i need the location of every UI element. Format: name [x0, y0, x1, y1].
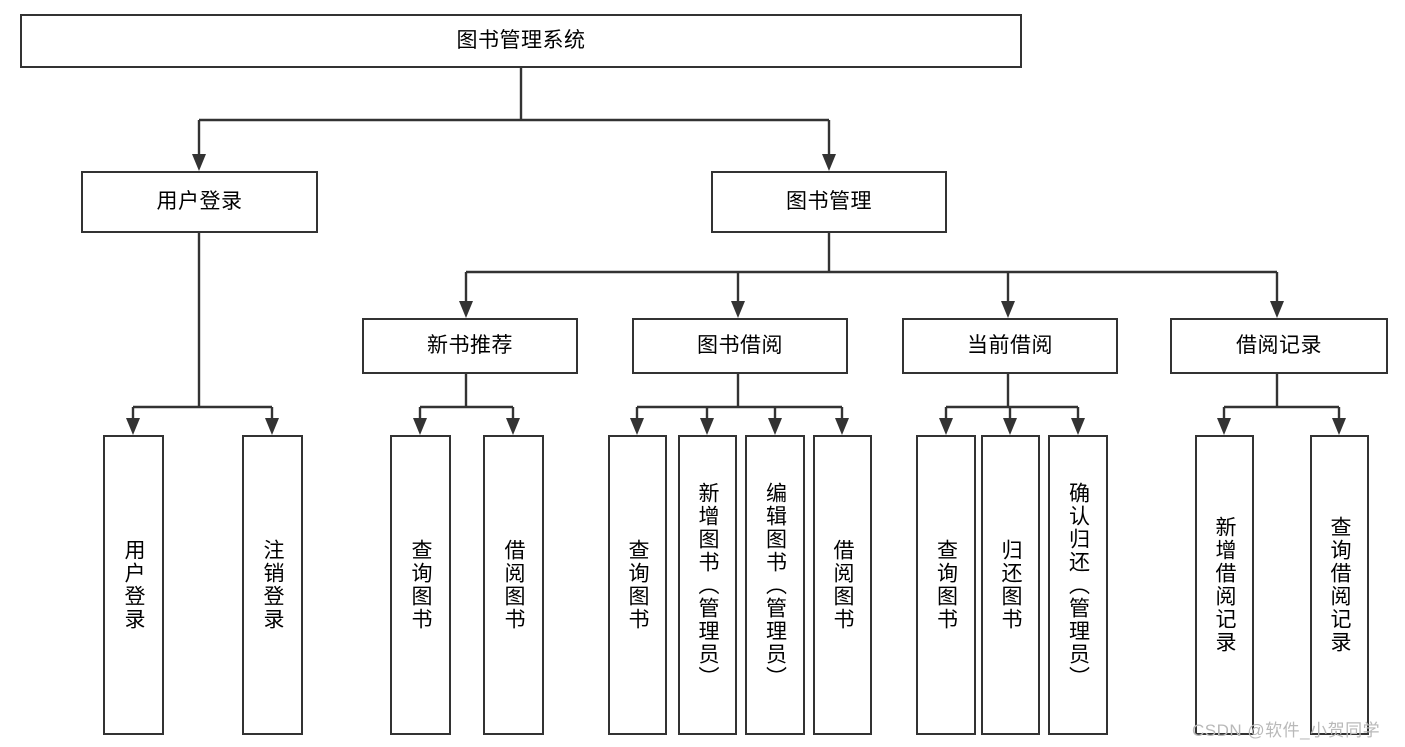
node-leaf-add-book-admin[interactable]: 新增图书（管理员）: [678, 435, 737, 735]
node-label-user-login: 用户登录: [156, 190, 243, 214]
node-label-leaf-add-book-admin: 新增图书（管理员）: [696, 481, 719, 689]
node-label-leaf-borrow-book-recommend: 借阅图书: [502, 539, 525, 631]
node-book-management[interactable]: 图书管理: [711, 171, 947, 233]
arrow-head-icon-leaf-2-0: [630, 418, 644, 435]
node-borrow-records[interactable]: 借阅记录: [1170, 318, 1388, 374]
arrow-head-icon-level2-0: [192, 154, 206, 171]
node-label-new-book-recommend: 新书推荐: [427, 334, 513, 358]
arrow-head-icon-level3-1: [731, 301, 745, 318]
node-label-root: 图书管理系统: [456, 29, 586, 53]
node-leaf-query-book-recommend[interactable]: 查询图书: [390, 435, 451, 735]
node-leaf-query-book-current[interactable]: 查询图书: [916, 435, 976, 735]
node-leaf-add-borrow-record[interactable]: 新增借阅记录: [1195, 435, 1254, 735]
node-leaf-return-book[interactable]: 归还图书: [981, 435, 1040, 735]
arrow-head-icon-leaf-0-1: [265, 418, 279, 435]
node-book-borrow[interactable]: 图书借阅: [632, 318, 848, 374]
arrow-head-icon-leaf-0-0: [126, 418, 140, 435]
node-leaf-edit-book-admin[interactable]: 编辑图书（管理员）: [745, 435, 805, 735]
node-leaf-query-borrow-record[interactable]: 查询借阅记录: [1310, 435, 1369, 735]
arrow-head-icon-level2-1: [822, 154, 836, 171]
arrow-head-icon-leaf-3-0: [939, 418, 953, 435]
arrow-head-icon-leaf-2-1: [700, 418, 714, 435]
node-leaf-confirm-return-admin[interactable]: 确认归还（管理员）: [1048, 435, 1108, 735]
arrow-head-icon-leaf-1-1: [506, 418, 520, 435]
arrow-head-icon-level3-3: [1270, 301, 1284, 318]
arrow-head-icon-leaf-2-3: [835, 418, 849, 435]
arrow-head-icon-leaf-4-0: [1217, 418, 1231, 435]
node-root[interactable]: 图书管理系统: [20, 14, 1022, 68]
arrow-head-icon-level3-2: [1001, 301, 1015, 318]
node-label-leaf-borrow-book: 借阅图书: [831, 539, 854, 631]
node-label-borrow-records: 借阅记录: [1236, 334, 1322, 358]
node-leaf-logout[interactable]: 注销登录: [242, 435, 303, 735]
node-current-borrow[interactable]: 当前借阅: [902, 318, 1118, 374]
node-label-book-borrow: 图书借阅: [697, 334, 783, 358]
node-leaf-borrow-book[interactable]: 借阅图书: [813, 435, 872, 735]
node-new-book-recommend[interactable]: 新书推荐: [362, 318, 578, 374]
node-label-leaf-query-book-borrow: 查询图书: [626, 539, 649, 631]
node-label-current-borrow: 当前借阅: [967, 334, 1053, 358]
node-label-leaf-logout: 注销登录: [261, 539, 284, 631]
node-label-leaf-add-borrow-record: 新增借阅记录: [1213, 516, 1236, 654]
node-label-leaf-edit-book-admin: 编辑图书（管理员）: [763, 481, 787, 689]
node-user-login[interactable]: 用户登录: [81, 171, 318, 233]
arrow-head-icon-leaf-2-2: [768, 418, 782, 435]
node-label-leaf-query-book-current: 查询图书: [934, 539, 958, 631]
arrow-head-icon-leaf-3-1: [1003, 418, 1017, 435]
arrow-head-icon-leaf-4-1: [1332, 418, 1346, 435]
arrow-head-icon-leaf-3-2: [1071, 418, 1085, 435]
node-leaf-borrow-book-recommend[interactable]: 借阅图书: [483, 435, 544, 735]
node-label-leaf-query-borrow-record: 查询借阅记录: [1328, 516, 1351, 654]
node-label-book-management: 图书管理: [786, 190, 872, 214]
arrow-head-icon-leaf-1-0: [413, 418, 427, 435]
node-leaf-user-login[interactable]: 用户登录: [103, 435, 164, 735]
node-leaf-query-book-borrow[interactable]: 查询图书: [608, 435, 667, 735]
arrow-head-icon-level3-0: [459, 301, 473, 318]
node-label-leaf-query-book-recommend: 查询图书: [409, 539, 432, 631]
node-label-leaf-confirm-return-admin: 确认归还（管理员）: [1066, 481, 1090, 689]
node-label-leaf-user-login: 用户登录: [122, 539, 145, 631]
node-label-leaf-return-book: 归还图书: [999, 539, 1022, 631]
